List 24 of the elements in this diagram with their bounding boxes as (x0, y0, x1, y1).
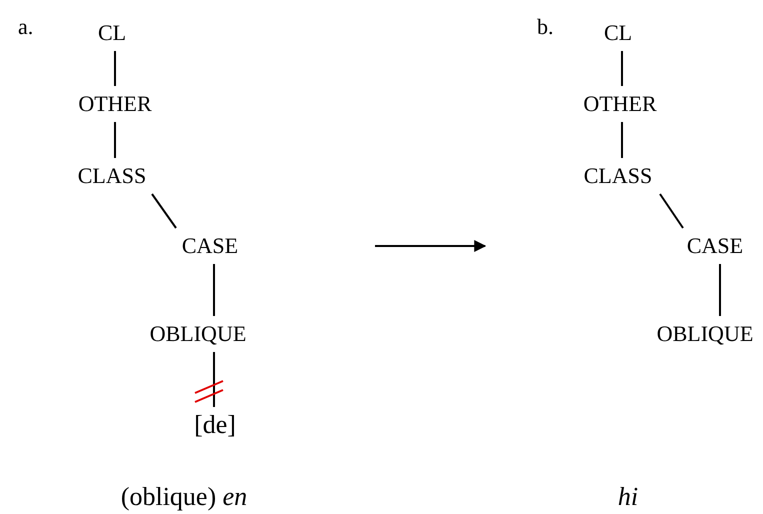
node-label: CLASS (580, 158, 656, 194)
node-label: OTHER (75, 86, 155, 122)
node-label: CL (94, 15, 130, 51)
node-label: [de] (191, 407, 239, 443)
node-label: OBLIQUE (654, 316, 756, 352)
tree-line (213, 264, 215, 316)
node-label: CASE (684, 228, 746, 264)
node-label: CLASS (74, 158, 150, 194)
panel-letter: a. (18, 13, 34, 41)
tree-line (213, 352, 215, 407)
tree-line (114, 122, 116, 158)
tree-line (719, 264, 721, 316)
tree-line (659, 193, 684, 229)
tree-line (114, 51, 116, 86)
tree-line (621, 51, 623, 86)
node-label: OBLIQUE (146, 316, 250, 352)
tree-line (151, 193, 177, 229)
caption-text: hi (618, 483, 638, 511)
tree-line (621, 122, 623, 158)
node-label: CASE (178, 228, 242, 264)
panel-letter: b. (537, 13, 554, 41)
node-label: CL (600, 15, 636, 51)
node-label: OTHER (580, 86, 660, 122)
caption-text: (oblique) en (120, 483, 248, 511)
